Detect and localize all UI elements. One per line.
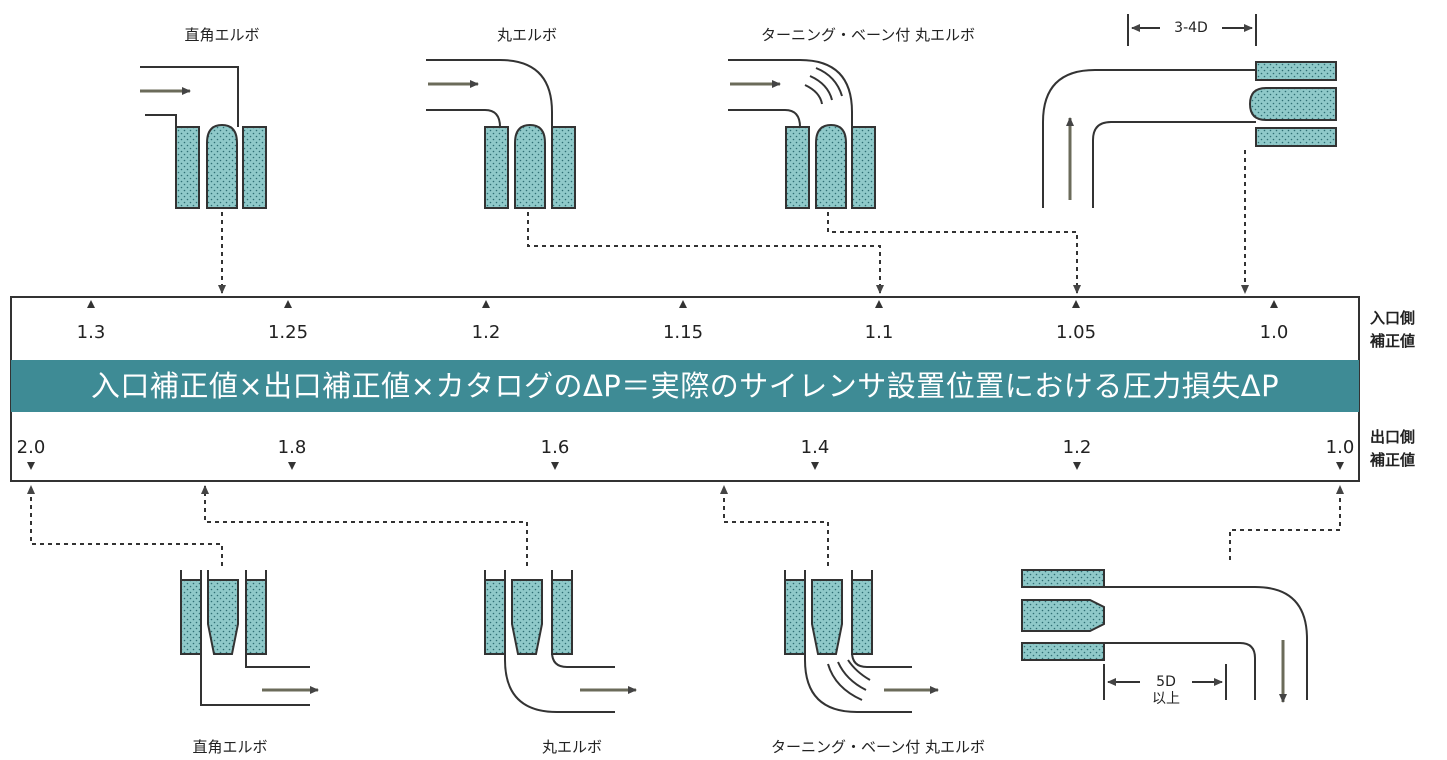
inlet-turning-vane-elbow (728, 59, 1081, 294)
inlet-tick-label: 1.0 (1259, 322, 1289, 343)
outlet-round-elbow (201, 485, 637, 713)
outlet-tick-1.4 (811, 462, 819, 470)
inlet-tick-label: 1.1 (864, 322, 894, 343)
inlet-straight-distance-label: 3-4D (1171, 20, 1211, 37)
outlet-label-turning-vane-elbow: ターニング・ベーン付 丸エルボ (770, 738, 986, 756)
inlet-tick-1.3 (87, 300, 95, 308)
inlet-right-angle-elbow (140, 66, 267, 294)
outlet-tick-label: 1.4 (800, 437, 830, 458)
inlet-tick-label: 1.3 (76, 322, 106, 343)
inlet-tick-marks (87, 300, 1278, 308)
outlet-tick-label: 2.0 (16, 437, 46, 458)
inlet-tick-label: 1.25 (267, 322, 309, 343)
outlet-straight-distance-label: 5D 以上 (1149, 674, 1183, 708)
outlet-turning-vane-elbow (720, 485, 939, 713)
outlet-tick-label: 1.6 (540, 437, 570, 458)
inlet-tick-label: 1.2 (471, 322, 501, 343)
outlet-tick-label: 1.8 (277, 437, 307, 458)
inlet-label-right-angle-elbow: 直角エルボ (184, 26, 260, 44)
inlet-tick-label: 1.05 (1055, 322, 1097, 343)
outlet-right-angle-elbow (27, 485, 319, 706)
outlet-side-label: 出口側 補正値 (1370, 426, 1415, 472)
outlet-tick-1.0 (1336, 462, 1344, 470)
outlet-straight-distance-line1: 5D (1156, 674, 1176, 690)
outlet-label-right-angle-elbow: 直角エルボ (192, 738, 268, 756)
formula-text: 入口補正値×出口補正値×カタログのΔP＝実際のサイレンサ設置位置における圧力損失… (90, 369, 1280, 403)
inlet-label-turning-vane-elbow: ターニング・ベーン付 丸エルボ (760, 26, 976, 44)
outlet-straight-distance-line2: 以上 (1152, 691, 1180, 707)
inlet-straight-run (1042, 14, 1337, 294)
outlet-tick-1.8 (288, 462, 296, 470)
inlet-tick-1.15 (679, 300, 687, 308)
outlet-tick-label: 1.2 (1062, 437, 1092, 458)
outlet-tick-1.2 (1073, 462, 1081, 470)
outlet-side-label-line2: 補正値 (1370, 451, 1416, 469)
outlet-tick-1.6 (551, 462, 559, 470)
inlet-side-label-line2: 補正値 (1370, 332, 1416, 350)
inlet-round-elbow (426, 59, 884, 294)
inlet-tick-1.05 (1072, 300, 1080, 308)
inlet-tick-1.25 (284, 300, 292, 308)
outlet-straight-run (1021, 485, 1344, 703)
outlet-tick-2.0 (27, 462, 35, 470)
inlet-tick-1.0 (1270, 300, 1278, 308)
inlet-side-label: 入口側 補正値 (1370, 307, 1415, 353)
outlet-tick-label: 1.0 (1325, 437, 1355, 458)
outlet-tick-marks (27, 462, 1344, 470)
inlet-tick-1.2 (482, 300, 490, 308)
inlet-tick-1.1 (875, 300, 883, 308)
inlet-tick-label: 1.15 (662, 322, 704, 343)
outlet-label-round-elbow: 丸エルボ (541, 738, 603, 756)
formula-band: 入口補正値×出口補正値×カタログのΔP＝実際のサイレンサ設置位置における圧力損失… (11, 360, 1359, 412)
inlet-label-round-elbow: 丸エルボ (496, 26, 558, 44)
inlet-side-label-line1: 入口側 (1370, 309, 1416, 327)
outlet-side-label-line1: 出口側 (1370, 428, 1416, 446)
